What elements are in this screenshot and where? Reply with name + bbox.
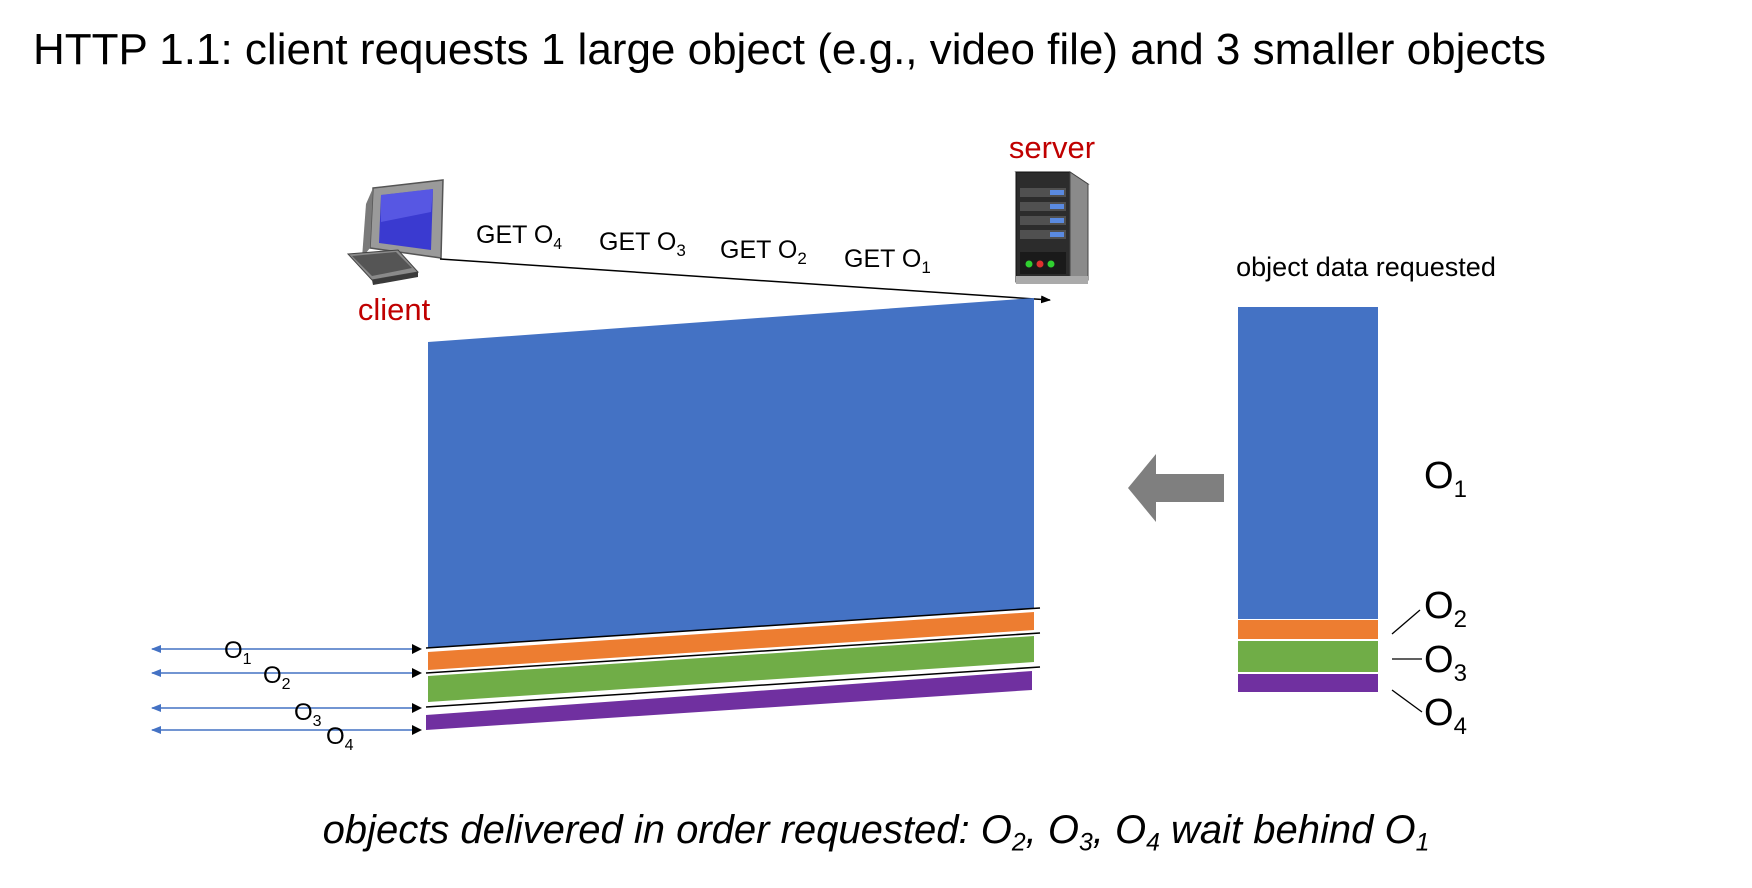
server-label: server <box>1009 130 1095 165</box>
legend-label-o2: O2 <box>1424 585 1467 633</box>
delivery-label-o1: O1 <box>224 637 252 668</box>
request-label-get-o2: GET O2 <box>720 236 807 268</box>
request-label-get-o4: GET O4 <box>476 221 562 253</box>
slide-caption: objects delivered in order requested: O2… <box>0 808 1752 857</box>
response-separator-line <box>425 632 1041 674</box>
caption-sub: 3 <box>1078 829 1093 857</box>
response-separator-line <box>425 607 1041 649</box>
left-arrow-icon <box>1128 454 1224 522</box>
caption-sub: 4 <box>1146 829 1160 857</box>
legend-bar-o1 <box>1238 307 1378 619</box>
legend-leader-o2 <box>1391 609 1421 635</box>
response-block-o4 <box>426 671 1032 730</box>
delivery-arrows <box>151 644 422 735</box>
legend-label-o1: O1 <box>1424 455 1467 503</box>
client-label: client <box>358 292 431 327</box>
delivery-arrowhead <box>412 644 422 654</box>
delivery-label-o3: O3 <box>294 699 322 730</box>
caption-sub: 1 <box>1415 829 1430 857</box>
response-block-o1 <box>428 298 1034 648</box>
delivery-arrowhead <box>412 703 422 713</box>
delivery-label-o4: O4 <box>326 723 354 754</box>
caption-sub: 2 <box>1011 829 1026 857</box>
response-block-o2 <box>428 612 1034 670</box>
response-separator-line <box>425 666 1041 708</box>
caption-text: wait behind O <box>1159 808 1416 852</box>
legend-bar-o3 <box>1238 641 1378 672</box>
delivery-arrowhead <box>412 725 422 735</box>
response-block-o3 <box>428 636 1034 702</box>
legend-bar-o4 <box>1238 674 1378 692</box>
delivery-arrowhead <box>412 668 422 678</box>
legend-label-o3: O3 <box>1424 639 1467 687</box>
client-computer-icon <box>346 179 444 285</box>
legend-label-o4: O4 <box>1424 692 1467 740</box>
server-tower-icon <box>1014 171 1090 284</box>
legend-bar-o2 <box>1238 620 1378 639</box>
request-label-get-o3: GET O3 <box>599 228 686 260</box>
slide-title: HTTP 1.1: client requests 1 large object… <box>33 25 1547 74</box>
legend-heading: object data requested <box>1236 252 1496 282</box>
caption-text: objects delivered in order requested: O <box>322 808 1012 852</box>
caption-text: , O <box>1025 808 1079 852</box>
delivery-label-o2: O2 <box>263 662 291 693</box>
request-label-get-o1: GET O1 <box>844 245 931 277</box>
request-arrow <box>439 258 1051 304</box>
legend-leader-o4 <box>1391 689 1423 713</box>
caption-text: , O <box>1092 808 1147 852</box>
